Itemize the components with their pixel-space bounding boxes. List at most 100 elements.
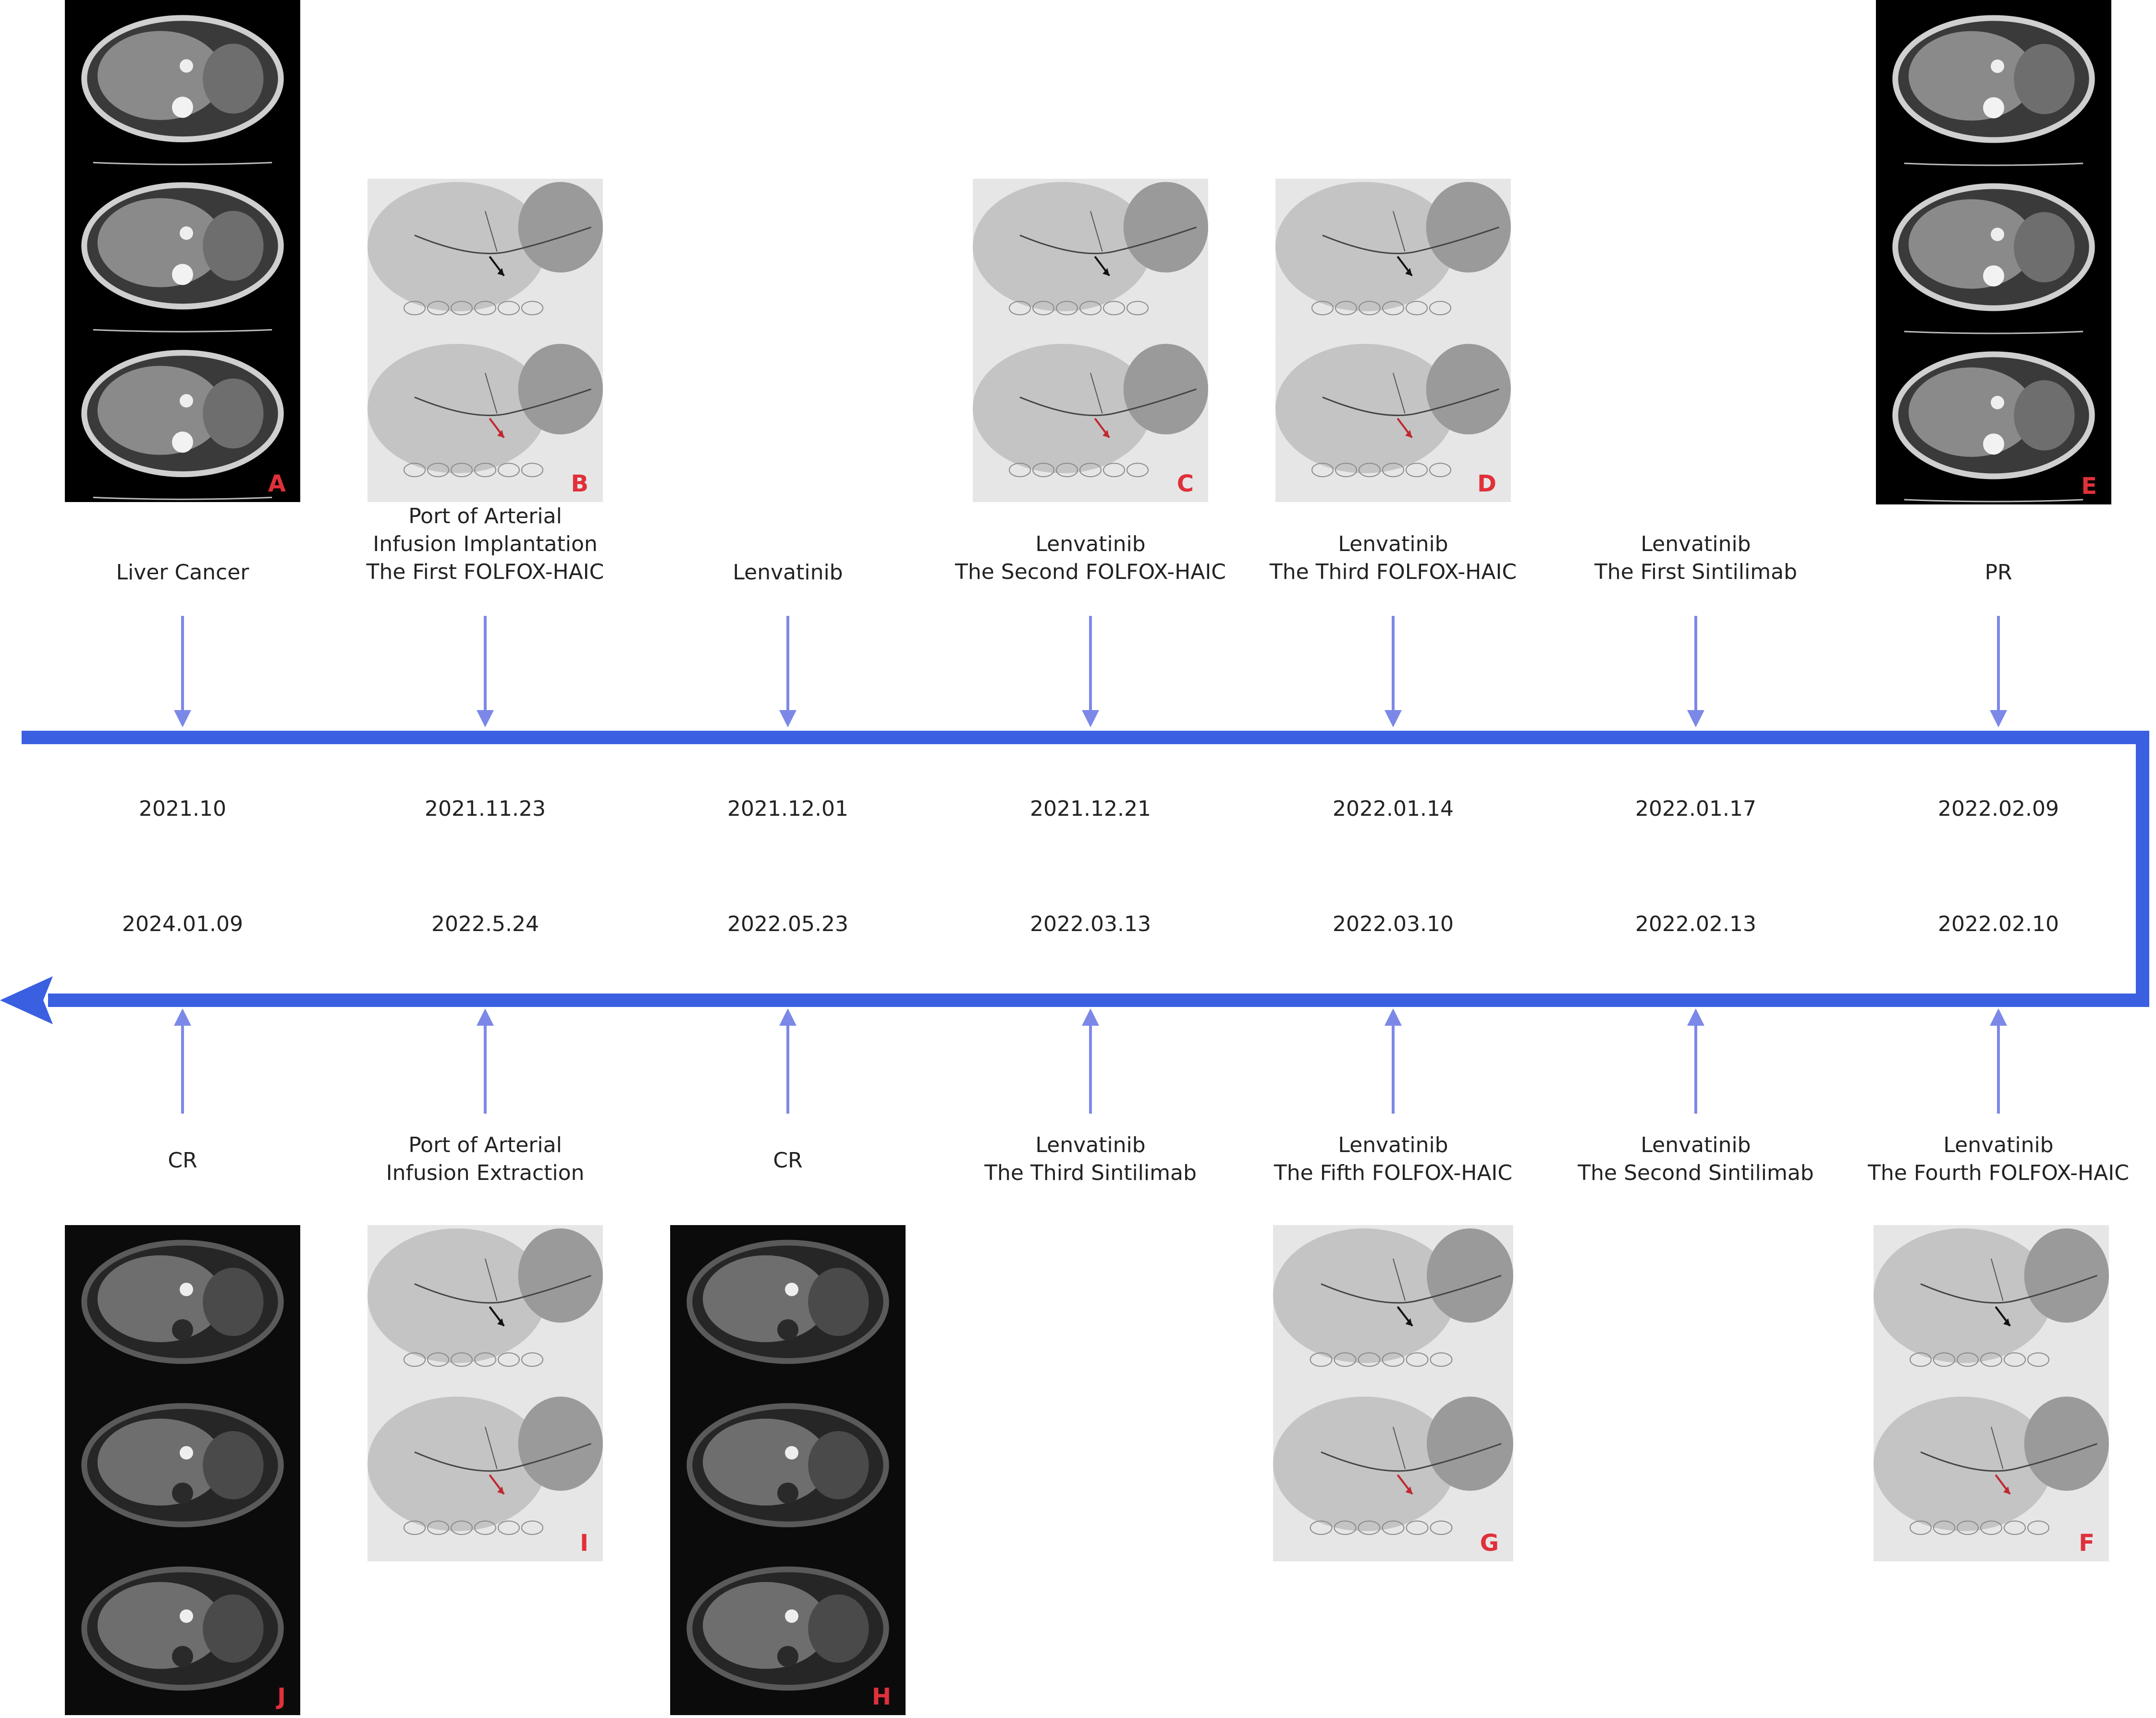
ct-slice-graphic [65,167,300,335]
bowel-gas [1980,1521,2002,1535]
bowel-gas [1382,1352,1405,1367]
liver-shape [1909,367,2034,457]
event-label-line: Lenvatinib [1035,532,1146,556]
bowel-gas [2027,1521,2049,1535]
aorta-dot [180,393,193,407]
bowel-gas [498,301,520,316]
stomach-shape [2014,212,2075,282]
event-label-line: The Second FOLFOX-HAIC [955,560,1226,584]
stomach-shape [2014,44,2075,114]
angiogram-slice-graphic [1275,340,1511,502]
vessel-path [414,1275,592,1304]
bowel-gas [1079,462,1102,477]
event-label-line: Infusion Extraction [386,1161,585,1185]
event-label-line: Port of Arterial [408,504,562,528]
bowel-gas [1056,301,1078,316]
event-date: 2021.12.21 [1030,797,1151,821]
event-label-line: Lenvatinib [1035,1133,1146,1157]
panel-letter: G [1480,1530,1499,1557]
bowel-gas [1103,462,1125,477]
stomach-shadow [518,1228,603,1323]
bowel-gas [1358,1521,1381,1535]
ct-slice-graphic [65,334,300,502]
bowel-gas [1032,462,1054,477]
bowel-gas [474,462,496,477]
event-label-line: CR [773,1148,803,1173]
catheter-arrowhead [1405,1318,1412,1326]
event-label-line: The Third Sintilimab [984,1161,1197,1185]
aorta-dot [180,1446,193,1460]
bowel-gas [1335,301,1357,316]
bowel-gas [1079,301,1102,316]
angiogram-slice-graphic [368,340,603,502]
bowel-gas [1910,1521,1932,1535]
event-label-line: The Fifth FOLFOX-HAIC [1274,1161,1513,1185]
bowel-gas [2004,1521,2026,1535]
vessel-branch [1090,372,1103,414]
event-label-line: Port of Arterial [408,1133,562,1157]
mri-slice [65,1388,300,1552]
stomach-shadow [518,182,603,273]
vertebra-dot [777,1319,798,1340]
bowel-gas [427,301,449,316]
vessel-path [1019,226,1197,255]
ct-slice [65,0,300,168]
vessel-branch [485,1426,498,1469]
mri-slice [65,1225,300,1388]
ct-slice [65,167,300,335]
ct-slice [1876,168,2111,336]
bowel-gas [474,1352,496,1367]
bowel-gas [1310,1352,1333,1367]
catheter-arrowhead [2003,1486,2010,1494]
catheter-arrowhead [1102,268,1110,276]
ct-slice-graphic [1876,336,2111,504]
bowel-gas [2027,1352,2049,1367]
bowel-gas [474,1521,496,1535]
liver-shape [98,1582,223,1669]
liver-shape [1909,31,2034,121]
angiogram-slice [368,1393,603,1561]
liver-shadow [368,1397,547,1531]
bowel-gas [427,462,449,477]
panel-letter: I [580,1530,588,1557]
panel-letter: E [2081,473,2097,500]
stomach-shadow [2024,1397,2109,1491]
event-label: PR [1806,559,2156,587]
bowel-gas [427,1521,449,1535]
bowel-gas [1406,301,1428,316]
catheter-arrowhead [497,268,504,276]
aorta-dot [785,1446,798,1460]
liver-shadow [1273,1228,1456,1363]
bowel-gas [1429,462,1451,477]
angiogram-slice-graphic [1874,1225,2109,1393]
stomach-shape [203,1267,264,1336]
bowel-gas [1980,1352,2002,1367]
aorta-dot [180,1282,193,1296]
bowel-gas [1127,301,1149,316]
bowel-gas [404,462,426,477]
liver-shape [98,366,223,455]
angiogram-slice [368,179,603,341]
liver-shape [98,1418,223,1506]
catheter-arrowhead [497,1486,504,1494]
bowel-gas [1957,1521,1979,1535]
liver-shadow [368,1228,547,1363]
event-label-line: Lenvatinib [1641,532,1751,556]
stomach-shape [808,1431,869,1499]
vessel-branch [485,211,498,252]
panel-letter: D [1477,470,1496,497]
catheter-arrowhead [1405,1486,1412,1494]
angiogram-slice [1874,1393,2109,1561]
bowel-gas [1933,1521,1955,1535]
table-line [93,161,272,165]
panel-letter: A [268,470,286,497]
liver-shadow [1275,344,1455,473]
bowel-gas [1335,462,1357,477]
panel-letter: H [871,1683,891,1710]
angiogram-slice-graphic [1273,1225,1513,1393]
event-date: 2022.01.17 [1635,797,1756,821]
mri-slice-graphic [670,1225,906,1388]
ct-slice [1876,336,2111,504]
